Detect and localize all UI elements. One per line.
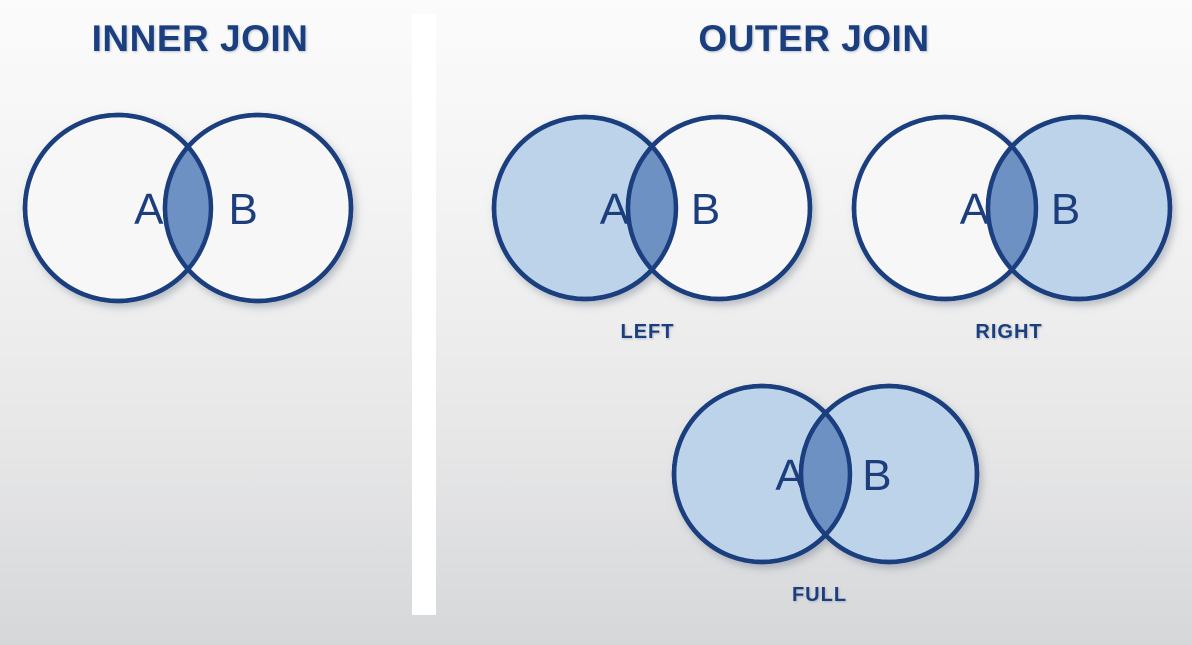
set-a-letter: A [134,185,164,234]
venn-caption-right-join: RIGHT [975,321,1043,343]
venn-caption-left-join: LEFT [620,321,675,343]
inner-join-title: INNER JOIN [91,18,309,59]
outer-join-title: OUTER JOIN [698,18,930,59]
set-a-outline [671,383,853,565]
set-a-letter: A [600,185,630,234]
set-b-outline [985,114,1173,302]
set-b-letter: B [1051,185,1080,234]
set-b-letter: B [691,185,720,234]
set-a-letter: A [960,185,990,234]
section-divider [412,14,436,615]
set-a-outline [22,112,214,304]
set-b-letter: B [229,185,258,234]
set-a-letter: A [775,451,805,500]
set-b-outline [162,112,354,304]
set-b-letter: B [862,451,891,500]
venn-caption-full-join: FULL [791,584,848,606]
set-a-outline [491,114,679,302]
set-b-outline [798,383,980,565]
set-a-outline [851,114,1039,302]
set-b-outline [625,114,813,302]
circle-shadow-group [851,114,1173,302]
